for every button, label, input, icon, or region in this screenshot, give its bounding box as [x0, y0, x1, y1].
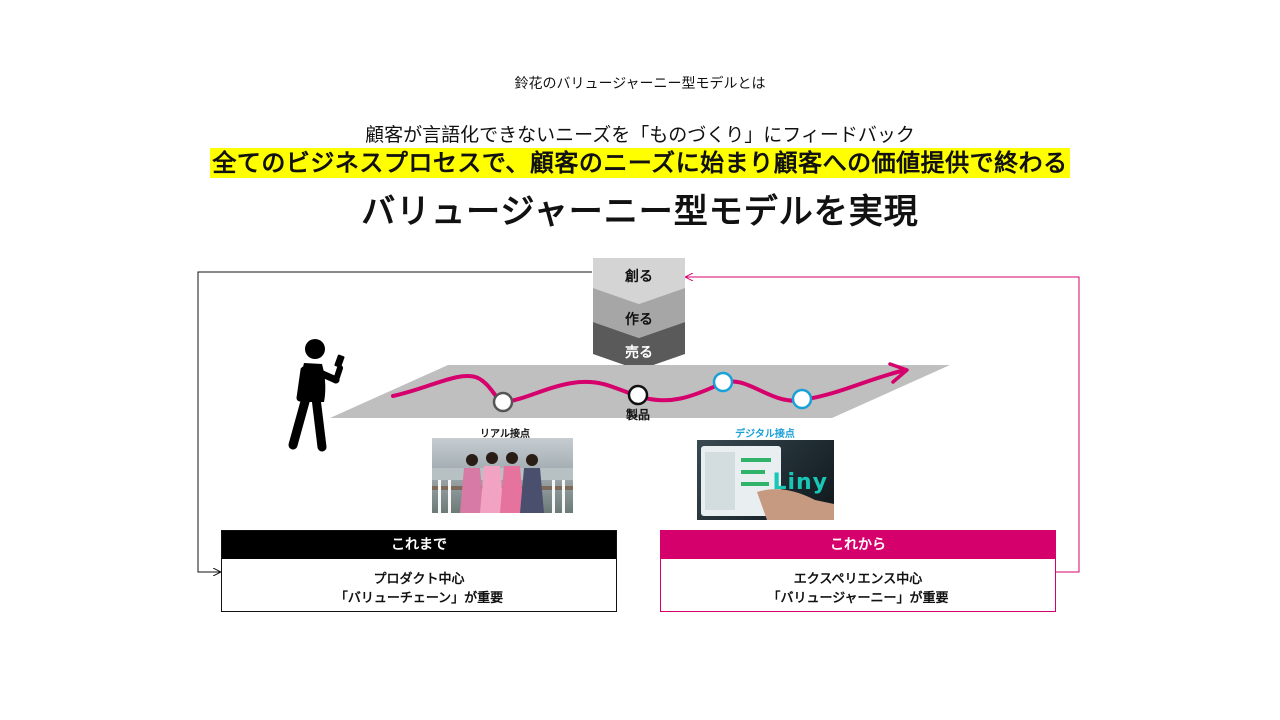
stage-sell-chevron: [593, 322, 685, 370]
digital-touchpoint-photo: Liny: [697, 440, 834, 520]
digital-touchpoint-label: デジタル接点: [735, 429, 795, 440]
stage-make-label: 作る: [625, 312, 653, 328]
real-touchpoint-photo: [432, 438, 573, 513]
highlight-text: 全てのビジネスプロセスで、顧客のニーズに始まり顧客への価値提供で終わる: [210, 148, 1070, 178]
real-touchpoint-node: [492, 391, 514, 413]
after-box: これから エクスペリエンス中心 「バリュージャーニー」が重要: [660, 530, 1056, 612]
after-box-line2: 「バリュージャーニー」が重要: [767, 591, 949, 606]
before-box-line2: 「バリューチェーン」が重要: [334, 591, 504, 606]
product-label: 製品: [625, 408, 650, 422]
liny-logo: Liny: [772, 470, 828, 495]
loop-line-after: [686, 277, 1080, 573]
lead-text: 顧客が言語化できないニーズを「ものづくり」にフィードバック: [365, 124, 915, 146]
stage-create-chevron: [593, 258, 685, 304]
stage-create-label: 創る: [625, 269, 653, 285]
headline: バリュージャーニー型モデルを実現: [361, 192, 919, 232]
digital-touchpoint-node-1: [712, 371, 734, 393]
before-box-line1: プロダクト中心: [373, 572, 465, 587]
product-node: [627, 384, 649, 406]
stage-sell-label: 売る: [625, 345, 653, 361]
loop-line-before: [197, 271, 592, 572]
before-box-title: これまで: [222, 531, 616, 559]
before-box: これまで プロダクト中心 「バリューチェーン」が重要: [221, 530, 617, 612]
person-icon: [288, 339, 345, 452]
kimono-group-image: [432, 452, 573, 513]
journey-arrowhead: [888, 362, 909, 384]
after-box-title: これから: [661, 531, 1055, 559]
digital-touchpoint-node-2: [791, 388, 813, 410]
after-box-line1: エクスペリエンス中心: [793, 572, 923, 587]
stage-make-chevron: [593, 288, 685, 338]
subtitle: 鈴花のバリュージャーニー型モデルとは: [514, 76, 766, 92]
tablet-image: [701, 446, 834, 520]
real-touchpoint-label: リアル接点: [480, 429, 530, 440]
